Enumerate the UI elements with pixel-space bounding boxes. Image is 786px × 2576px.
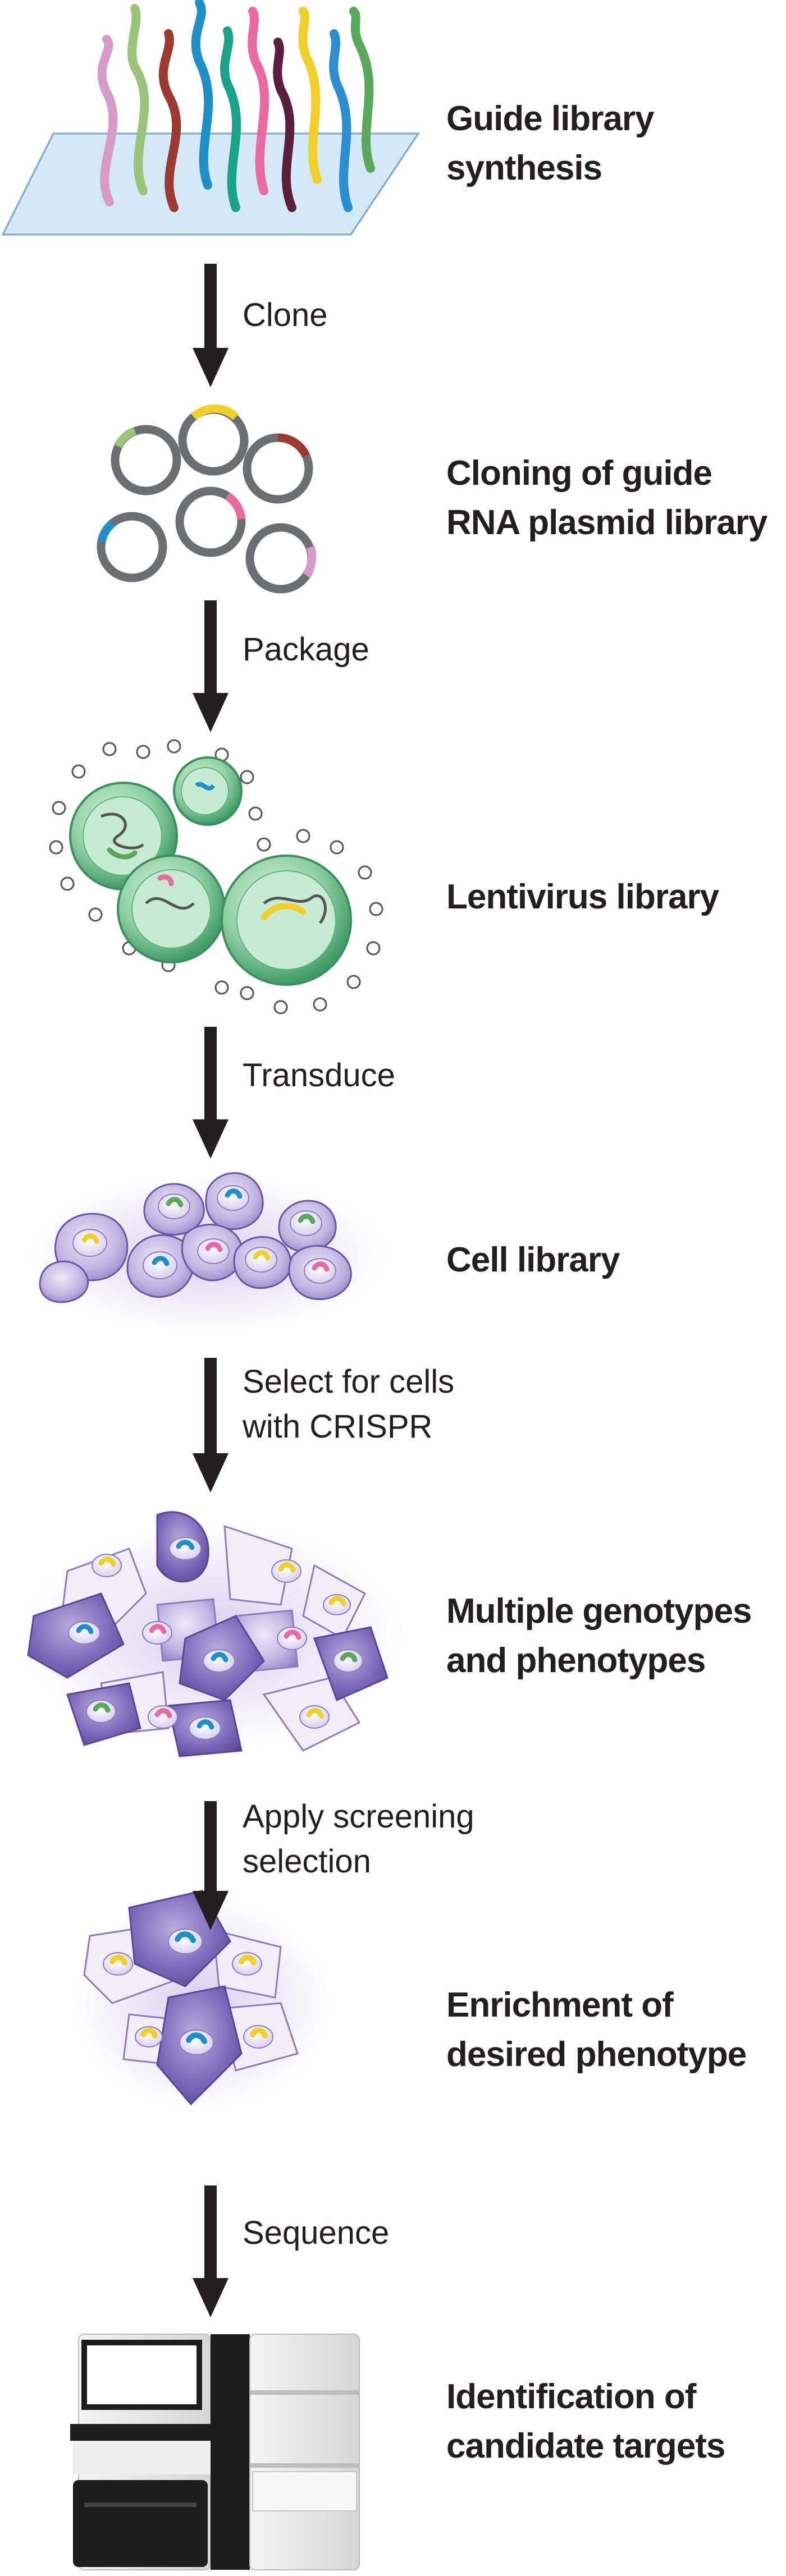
down-arrow-icon (193, 1801, 229, 1930)
action-label-transduce: Transduce (243, 1057, 395, 1094)
sequencer-icon (70, 2334, 360, 2570)
cell-icon (22, 1511, 404, 1757)
action-label-package: Package (243, 631, 369, 668)
plasmid-ring-icon (97, 404, 317, 594)
step-label-cell-library: Cell library (446, 1241, 620, 1279)
lentivirus-icon (49, 739, 383, 1014)
down-arrow-icon (193, 1027, 229, 1159)
down-arrow-icon (193, 600, 229, 732)
action-label-sequence: Sequence (243, 2215, 390, 2251)
cell-icon (73, 1890, 331, 2110)
down-arrow-icon (193, 264, 229, 387)
action-label-clone: Clone (243, 297, 328, 333)
down-arrow-icon (193, 1358, 229, 1493)
cell-icon (28, 1172, 387, 1333)
step-label-lentivirus: Lentivirus library (446, 878, 719, 916)
down-arrow-icon (193, 2185, 229, 2317)
guide-strands-icon (1, 0, 420, 236)
